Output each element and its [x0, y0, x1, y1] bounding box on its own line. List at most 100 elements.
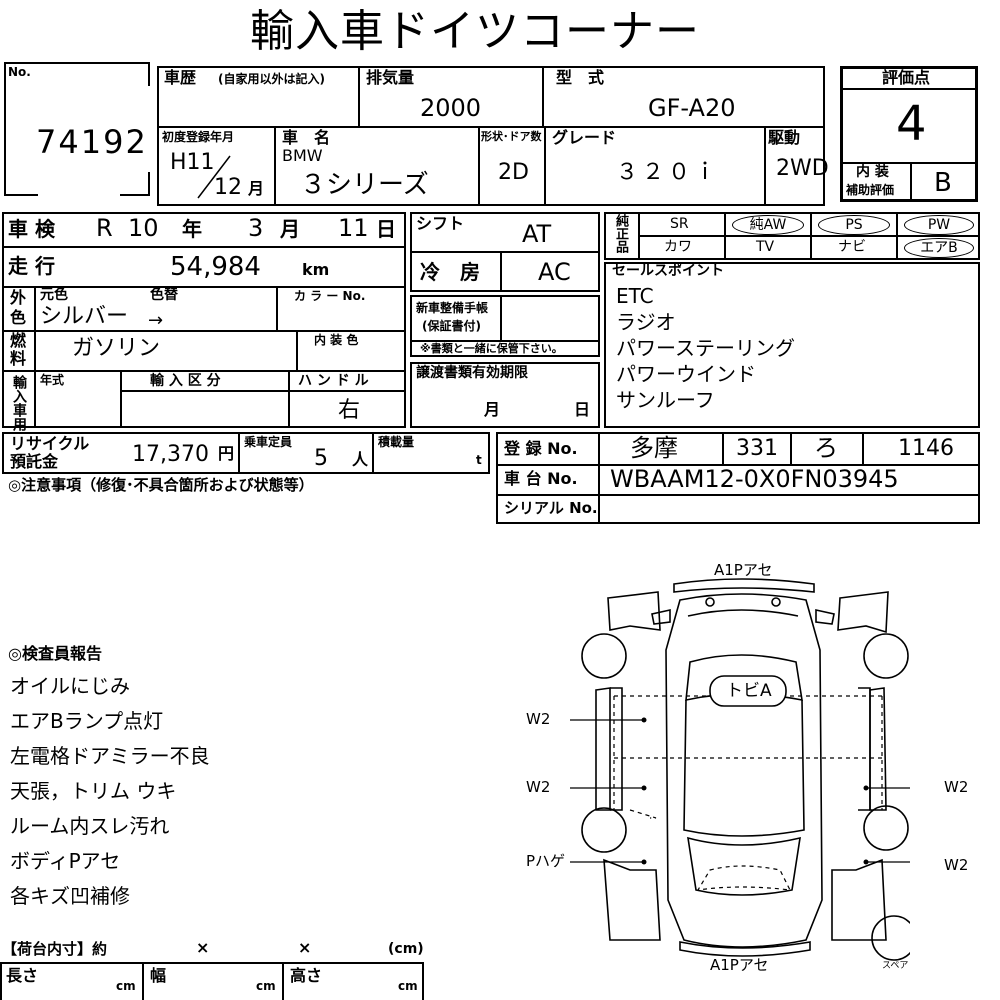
import-side-label: 輸入車用 — [11, 375, 27, 431]
aircon-value: AC — [538, 258, 571, 286]
cargo-times-1: × — [196, 938, 210, 957]
transfer-label: 譲渡書類有効期限 — [416, 365, 528, 381]
body-doors-value: 2D — [498, 160, 529, 185]
first-reg-label: 初度登録年月 — [162, 130, 235, 144]
registration-label: 登 録 No. — [504, 439, 578, 458]
history-note: (自家用以外は記入) — [218, 72, 325, 86]
recycle-unit: 円 — [218, 444, 235, 463]
handle-label: ハ ン ド ル — [298, 373, 369, 389]
cargo-label: 【荷台内寸】約 — [2, 940, 108, 958]
first-reg-year: H11 — [170, 150, 215, 175]
interior-value: B — [934, 168, 952, 198]
diagram-right-label-2: W2 — [944, 856, 969, 874]
diagram-rear-label: A1Pアセ — [710, 956, 769, 974]
diagram-spare-label: スペア — [882, 961, 909, 971]
equip-airbag: エアB — [904, 238, 974, 258]
cargo-width-label: 幅 — [150, 966, 167, 985]
displacement-label: 排気量 — [366, 68, 415, 87]
equip-sr: SR — [670, 216, 689, 232]
inspection-month: 3 — [248, 214, 264, 242]
diagram-left-label-1: W2 — [526, 710, 551, 728]
load-unit: t — [476, 453, 482, 467]
equip-genuine-aw: 純AW — [732, 215, 804, 235]
grade-label: グレード — [552, 128, 617, 147]
aircon-label: 冷 房 — [420, 260, 480, 284]
manual-note: ※書類と一緒に保管下さい。 — [420, 342, 563, 355]
equip-pw: PW — [904, 215, 974, 235]
registration-class: 331 — [736, 436, 778, 461]
inspection-year: 10 — [128, 214, 159, 242]
manual-label-1: 新車整備手帳 — [416, 301, 489, 315]
drive-label: 駆動 — [768, 128, 801, 147]
inspector-item: ボディPアセ — [10, 849, 121, 873]
inspector-item: 左電格ドアミラー不良 — [10, 744, 210, 768]
diagram-roof-label: トビA — [726, 681, 772, 701]
lot-number-box: No. 74192 — [4, 62, 154, 200]
score-box — [840, 66, 978, 202]
fuel-side-label-2: 料 — [10, 349, 27, 368]
inspection-era: R — [96, 214, 113, 242]
sales-point-item: ETC — [616, 284, 654, 308]
registration-kana: ろ — [814, 434, 838, 462]
fuel-side-label-1: 燃 — [10, 331, 27, 350]
cargo-height-label: 高さ — [290, 966, 323, 985]
cargo-times-2: × — [298, 938, 312, 957]
car-name-value: ３シリーズ — [300, 170, 429, 200]
registration-area: 多摩 — [630, 434, 678, 462]
transfer-month-unit: 月 — [484, 400, 501, 419]
first-reg-month-unit: 月 — [248, 179, 265, 198]
inspector-item: ルーム内スレ汚れ — [10, 814, 170, 838]
transfer-day-unit: 日 — [574, 400, 591, 419]
chassis-label: 車 台 No. — [504, 469, 578, 488]
recycle-label-2: 預託金 — [10, 452, 59, 471]
equip-tv: TV — [756, 239, 775, 255]
recycle-label-1: リサイクル — [10, 434, 90, 453]
cargo-unit: (cm) — [388, 941, 424, 957]
drive-value: 2WD — [776, 156, 829, 181]
recycle-value: 17,370 — [132, 442, 209, 467]
model-code-value: GF-A20 — [648, 94, 736, 122]
chassis-value: WBAAM12-0X0FN03945 — [610, 465, 899, 493]
car-maker: BMW — [282, 146, 323, 165]
interior-label-1: 内 装 — [856, 164, 889, 180]
first-reg-month: 12 — [214, 175, 242, 200]
inspector-item: 各キズ凹補修 — [10, 884, 130, 908]
lot-number: 74192 — [36, 123, 148, 161]
car-damage-diagram — [570, 578, 910, 961]
diagram-right-label-1: W2 — [944, 778, 969, 796]
displacement-value: 2000 — [420, 94, 482, 122]
manual-label-2: (保証書付) — [422, 319, 481, 333]
capacity-label: 乗車定員 — [244, 435, 293, 449]
capacity-value: 5 — [314, 446, 328, 471]
equip-leather: カワ — [664, 239, 692, 255]
interior-color-label: 内 装 色 — [314, 333, 359, 347]
fuel-value: ガソリン — [72, 336, 161, 361]
model-code-label: 型 式 — [556, 68, 605, 87]
cargo-width-cm: cm — [256, 979, 276, 993]
load-label: 積載量 — [378, 435, 415, 449]
diagram-front-label: A1Pアセ — [714, 561, 773, 579]
inspector-label: ◎検査員報告 — [8, 644, 102, 663]
sales-point-item: ラジオ — [616, 310, 676, 334]
inspection-month-unit: 月 — [280, 217, 300, 241]
color-value: シルバー — [40, 304, 129, 329]
cargo-length-cm: cm — [116, 979, 136, 993]
grade-value: ３２０ｉ — [616, 160, 721, 185]
inspection-label: 車 検 — [8, 217, 55, 241]
color-orig-label: 元色 — [40, 287, 68, 303]
sales-points-label: セールスポイント — [612, 263, 724, 279]
color-code-label: カ ラ ー No. — [294, 289, 366, 303]
inspection-day: 11 — [338, 214, 369, 242]
color-change-value: → — [148, 310, 164, 331]
handle-value: 右 — [338, 398, 361, 423]
registration-number: 1146 — [898, 436, 954, 461]
cargo-length-label: 長さ — [6, 966, 39, 985]
inspector-item: エアBランプ点灯 — [10, 709, 164, 733]
import-category-label: 輸 入 区 分 — [150, 373, 221, 389]
lot-no-label: No. — [8, 65, 31, 79]
sales-point-item: サンルーフ — [616, 388, 715, 412]
equipment-side-label: 純正品 — [613, 214, 628, 253]
color-side-label-1: 外 — [10, 288, 27, 307]
inspection-year-unit: 年 — [182, 217, 202, 241]
sales-points-box — [604, 262, 980, 428]
